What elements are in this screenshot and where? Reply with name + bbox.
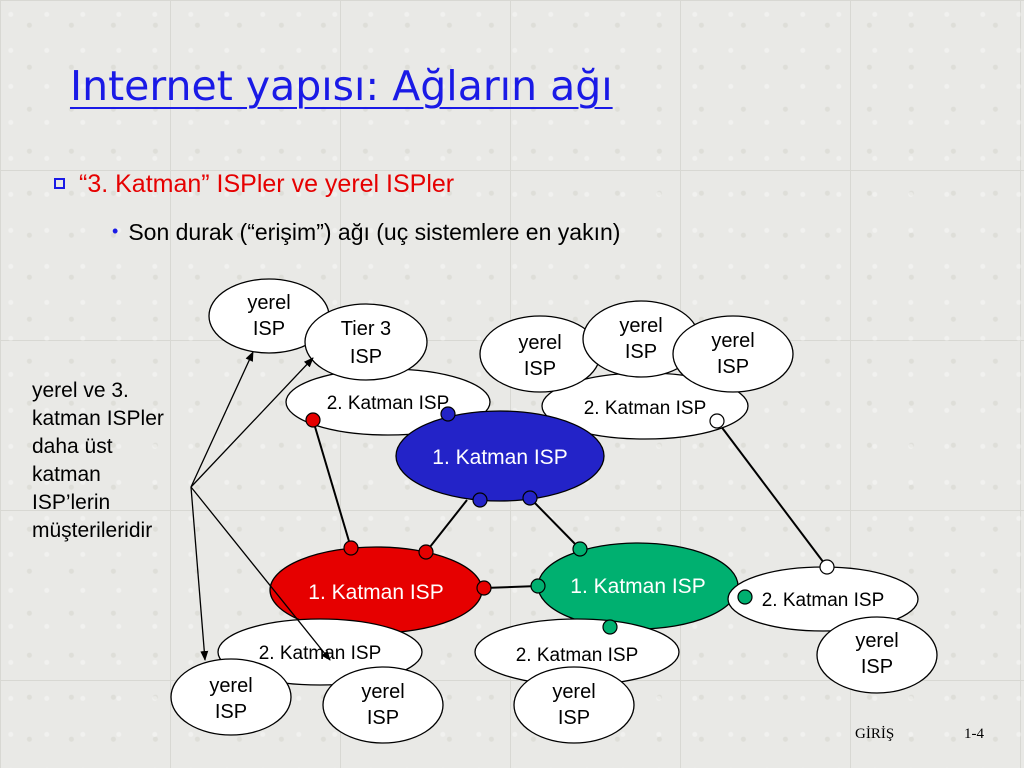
node-label: 2. Katman ISP (584, 398, 707, 419)
nodes-layer: 2. Katman ISP 2. Katman ISP 1. Katman ISP 1… (170, 278, 938, 744)
node-t2_top_left: 2. Katman ISP (285, 368, 491, 436)
link-t2_top_left-t1_red (312, 419, 352, 549)
node-shape (170, 658, 292, 736)
annotation-note: yerel ve 3. katman ISPler daha üst katma… (32, 377, 210, 545)
node-t2_bottom_right: 2. Katman ISP (727, 566, 919, 632)
router-port (476, 580, 492, 596)
annotation-arrow (190, 357, 314, 488)
annotation-arrow (190, 486, 331, 661)
node-label: 2. Katman ISP (327, 393, 450, 414)
router-port (819, 559, 835, 575)
node-t1_green: 1. Katman ISP (537, 542, 739, 630)
link-t1_blue-t1_green (529, 497, 581, 550)
node-label: yerel (247, 292, 290, 314)
node-shape (479, 315, 601, 393)
node-label: yerel (855, 630, 898, 652)
annotation-line: yerel ve 3. (32, 379, 129, 402)
router-port (305, 412, 321, 428)
annotation-line: katman (32, 463, 101, 486)
node-label: ISP (350, 346, 382, 368)
bullet-tier3-local: “3. Katman” ISPler ve yerel ISPler (54, 170, 454, 199)
node-shape (304, 303, 428, 381)
router-port (418, 544, 434, 560)
node-t1_red: 1. Katman ISP (269, 546, 483, 634)
link-t1_blue-t1_red (425, 499, 468, 553)
sub-bullet-access: • Son durak (“erişim”) ağı (uç sistemlere… (112, 219, 620, 246)
node-shape (513, 666, 635, 744)
node-shape (672, 315, 794, 393)
router-port (522, 490, 538, 506)
dot-bullet-icon: • (112, 221, 119, 241)
node-label: ISP (558, 707, 590, 729)
annotation-arrow (190, 486, 209, 661)
node-label: ISP (524, 358, 556, 380)
router-port (472, 492, 488, 508)
node-label: 2. Katman ISP (516, 645, 639, 666)
square-bullet-icon (54, 178, 65, 189)
node-label: yerel (209, 675, 252, 697)
link-t2_top_right-t2_bottom_right (716, 420, 828, 568)
router-port (737, 589, 753, 605)
page-title: Internet yapısı: Ağların ağı (70, 62, 613, 110)
annotation-line: ISP’lerin (32, 491, 111, 514)
node-label: yerel (361, 681, 404, 703)
node-shape (395, 410, 605, 502)
node-label: Tier 3 (341, 318, 391, 340)
node-t1_blue: 1. Katman ISP (395, 410, 605, 502)
annotation-arrows (190, 351, 331, 661)
router-port (343, 540, 359, 556)
node-label: 2. Katman ISP (259, 643, 382, 664)
node-label: ISP (625, 341, 657, 363)
node-label: ISP (717, 356, 749, 378)
annotation-arrow (190, 351, 254, 488)
bullet-text: “3. Katman” ISPler ve yerel ISPler (79, 170, 455, 198)
router-port (602, 619, 618, 635)
link-t1_red-t1_green (483, 585, 539, 589)
node-t2_bottom_mid: 2. Katman ISP (474, 618, 680, 686)
annotation-line: müşterileridir (32, 519, 153, 542)
ports-layer (305, 406, 835, 635)
node-label: yerel (518, 332, 561, 354)
footer-section-label: GİRİŞ (855, 726, 895, 742)
node-shape (816, 616, 938, 694)
node-label: 1. Katman ISP (308, 581, 443, 604)
node-label: ISP (367, 707, 399, 729)
node-tier3: Tier 3 ISP (304, 303, 428, 381)
annotation-line: daha üst (32, 435, 113, 458)
router-port (530, 578, 546, 594)
node-label: ISP (253, 318, 285, 340)
node-label: 1. Katman ISP (432, 446, 567, 469)
node-label: yerel (619, 315, 662, 337)
router-port (709, 413, 725, 429)
links-layer (312, 419, 828, 589)
node-label: 1. Katman ISP (570, 575, 705, 598)
node-label: yerel (552, 681, 595, 703)
node-label: 2. Katman ISP (762, 590, 885, 611)
node-shape (322, 666, 444, 744)
annotation-line: katman ISPler (32, 407, 164, 430)
footer-slide-number: 1-4 (964, 726, 984, 742)
node-label: yerel (711, 330, 754, 352)
node-label: ISP (861, 656, 893, 678)
sub-bullet-text: Son durak (“erişim”) ağı (uç sistemlere … (128, 219, 621, 245)
router-port (440, 406, 456, 422)
router-port (572, 541, 588, 557)
node-label: ISP (215, 701, 247, 723)
